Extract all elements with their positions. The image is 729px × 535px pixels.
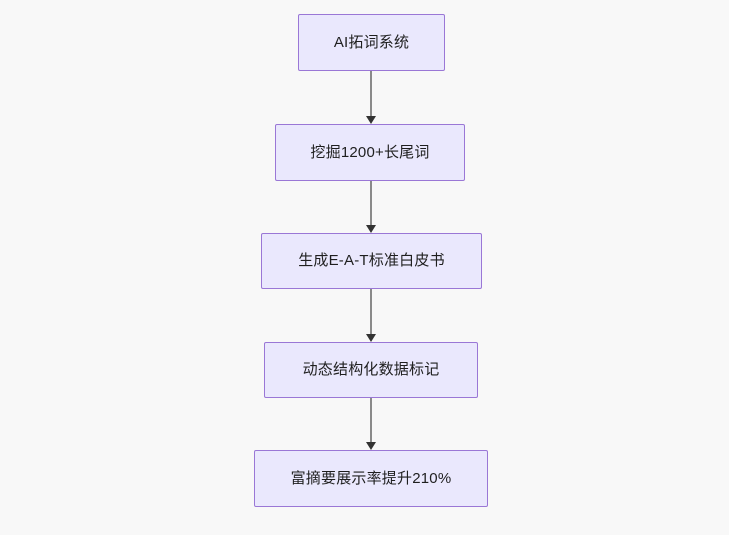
arrow-down-icon bbox=[366, 116, 376, 124]
flow-node-dynamic-structured-data-markup[interactable]: 动态结构化数据标记 bbox=[264, 342, 478, 398]
arrow-down-icon bbox=[366, 225, 376, 233]
flow-edge-node0-to-node1 bbox=[366, 71, 376, 124]
flow-node-label: 生成E-A-T标准白皮书 bbox=[298, 252, 445, 269]
flow-edge-node3-to-node4 bbox=[366, 398, 376, 450]
flow-edge-node1-to-node2 bbox=[366, 181, 376, 233]
flow-node-mine-longtail-keywords[interactable]: 挖掘1200+长尾词 bbox=[275, 124, 465, 181]
flow-node-label: 富摘要展示率提升210% bbox=[290, 469, 452, 487]
flow-node-label: 挖掘1200+长尾词 bbox=[310, 143, 430, 161]
flow-node-rich-snippet-impression-uplift[interactable]: 富摘要展示率提升210% bbox=[254, 450, 488, 507]
arrow-down-icon bbox=[366, 334, 376, 342]
flow-edge-node2-to-node3 bbox=[366, 289, 376, 342]
arrow-down-icon bbox=[366, 442, 376, 450]
flow-node-label: AI拓词系统 bbox=[333, 33, 410, 51]
flow-node-ai-keyword-system[interactable]: AI拓词系统 bbox=[298, 14, 445, 71]
flow-node-generate-eat-whitepaper[interactable]: 生成E-A-T标准白皮书 bbox=[261, 233, 482, 289]
flow-node-label: 动态结构化数据标记 bbox=[302, 361, 440, 378]
